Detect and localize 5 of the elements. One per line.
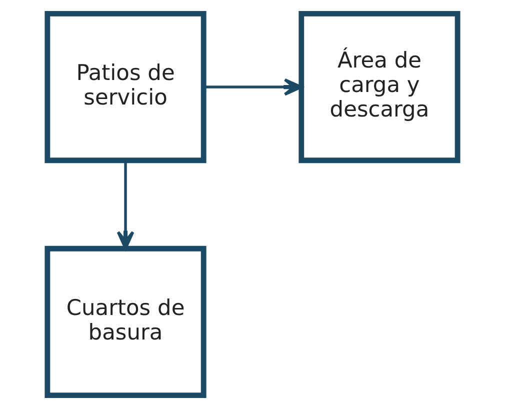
- node-box: Patios de servicio: [44, 10, 206, 164]
- node-box: Área de carga y descarga: [298, 10, 460, 164]
- arrow: [204, 78, 303, 96]
- arrow: [116, 160, 134, 250]
- node-box: Cuartos de basura: [44, 246, 206, 398]
